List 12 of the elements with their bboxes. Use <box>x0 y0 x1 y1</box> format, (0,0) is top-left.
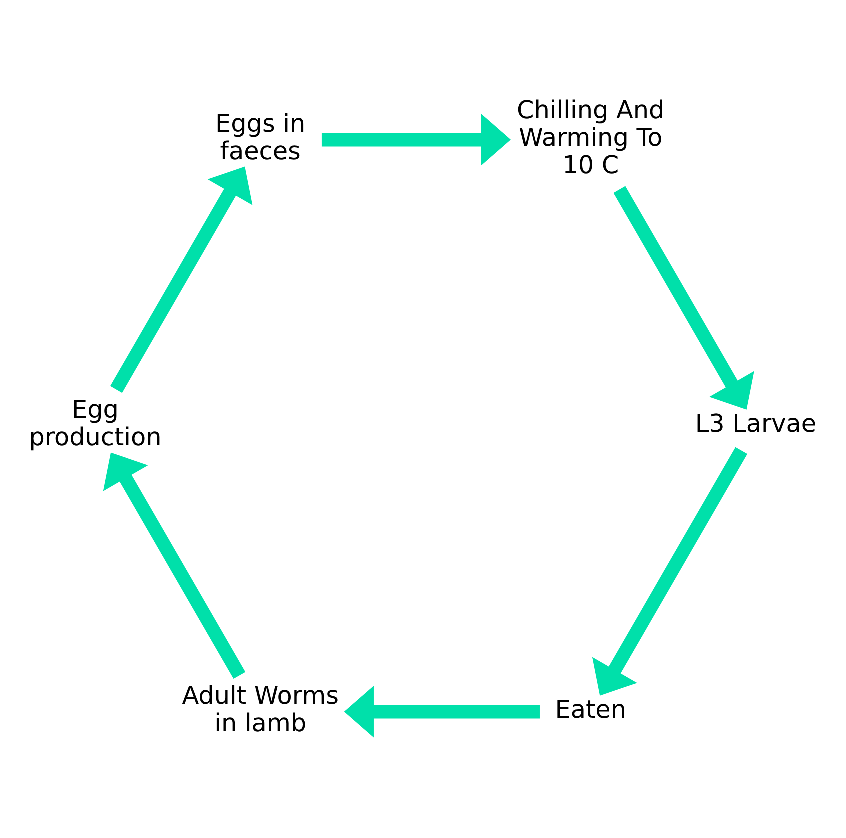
node-text: Chilling And Warming To 10 C <box>517 95 665 180</box>
node-text: Egg production <box>29 395 162 452</box>
node-text: Eggs in faeces <box>216 109 306 166</box>
arrow <box>592 447 748 696</box>
arrow <box>110 166 253 394</box>
arrow <box>103 452 246 680</box>
arrow <box>344 686 540 738</box>
node-text: Eaten <box>555 694 626 724</box>
node-text: Adult Worms in lamb <box>182 681 340 738</box>
node-text: L3 Larvae <box>695 408 817 438</box>
arrow <box>614 186 754 410</box>
arrow <box>322 114 511 166</box>
